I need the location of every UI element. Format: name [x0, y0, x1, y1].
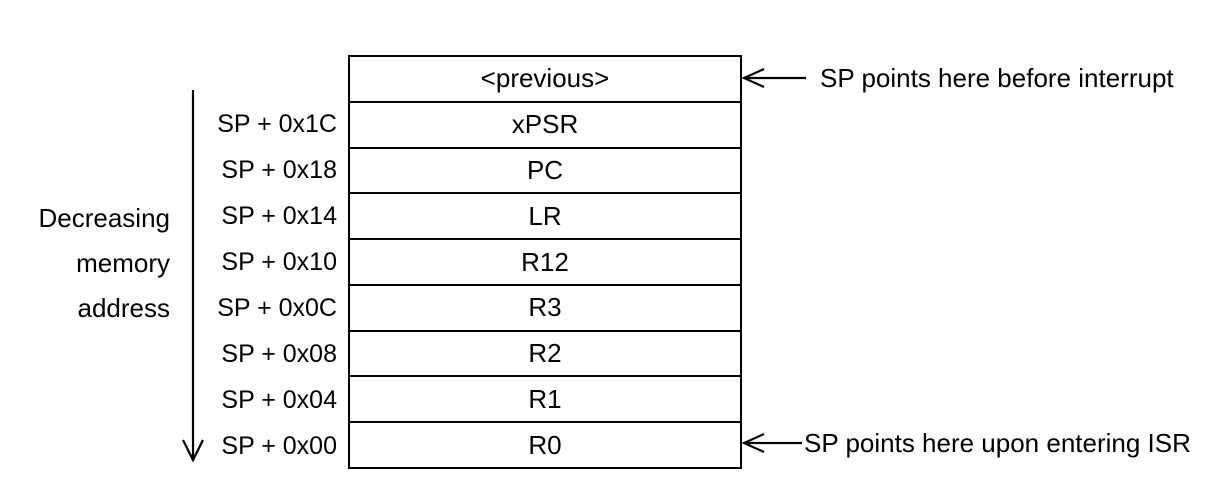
address-label: SP + 0x1C [217, 110, 337, 138]
stack-cell-lr: LR [350, 194, 740, 241]
stack-cell-pc: PC [350, 149, 740, 195]
address-label: SP + 0x00 [221, 432, 337, 460]
address-label: SP + 0x04 [221, 386, 337, 414]
sp-entering-isr-arrow-icon [742, 432, 802, 454]
sp-before-interrupt-label: SP points here before interrupt [820, 63, 1174, 93]
caption-line-2: memory [76, 248, 170, 278]
stack-cell-xpsr: xPSR [350, 103, 740, 149]
address-label: SP + 0x08 [221, 340, 337, 368]
address-label: SP + 0x18 [221, 156, 337, 184]
address-label: SP + 0x10 [221, 248, 337, 276]
stack-cell-r1: R1 [350, 377, 740, 424]
sp-entering-isr-label: SP points here upon entering ISR [804, 428, 1191, 458]
stack-cell-previous: <previous> [350, 57, 740, 103]
address-label: SP + 0x0C [217, 294, 337, 322]
caption-line-1: Decreasing [38, 203, 170, 233]
decreasing-memory-caption: Decreasing memory address [10, 196, 170, 331]
stack-cell-r0: R0 [528, 429, 562, 460]
decreasing-address-arrow-icon [182, 90, 204, 463]
sp-before-arrow-icon [742, 67, 806, 89]
stack-cell-r2: R2 [350, 332, 740, 378]
address-label: SP + 0x14 [221, 202, 337, 230]
stack-cell-r12: R12 [350, 240, 740, 286]
address-label [150, 55, 337, 101]
address-label-column: SP + 0x1C SP + 0x18 SP + 0x14 SP + 0x10 … [150, 55, 337, 469]
caption-line-3: address [77, 293, 171, 323]
stack-cell-r3: R3 [350, 286, 740, 332]
stack-memory-box: <previous> xPSR PC LR R12 R3 R2 R1 R0 [348, 55, 742, 469]
